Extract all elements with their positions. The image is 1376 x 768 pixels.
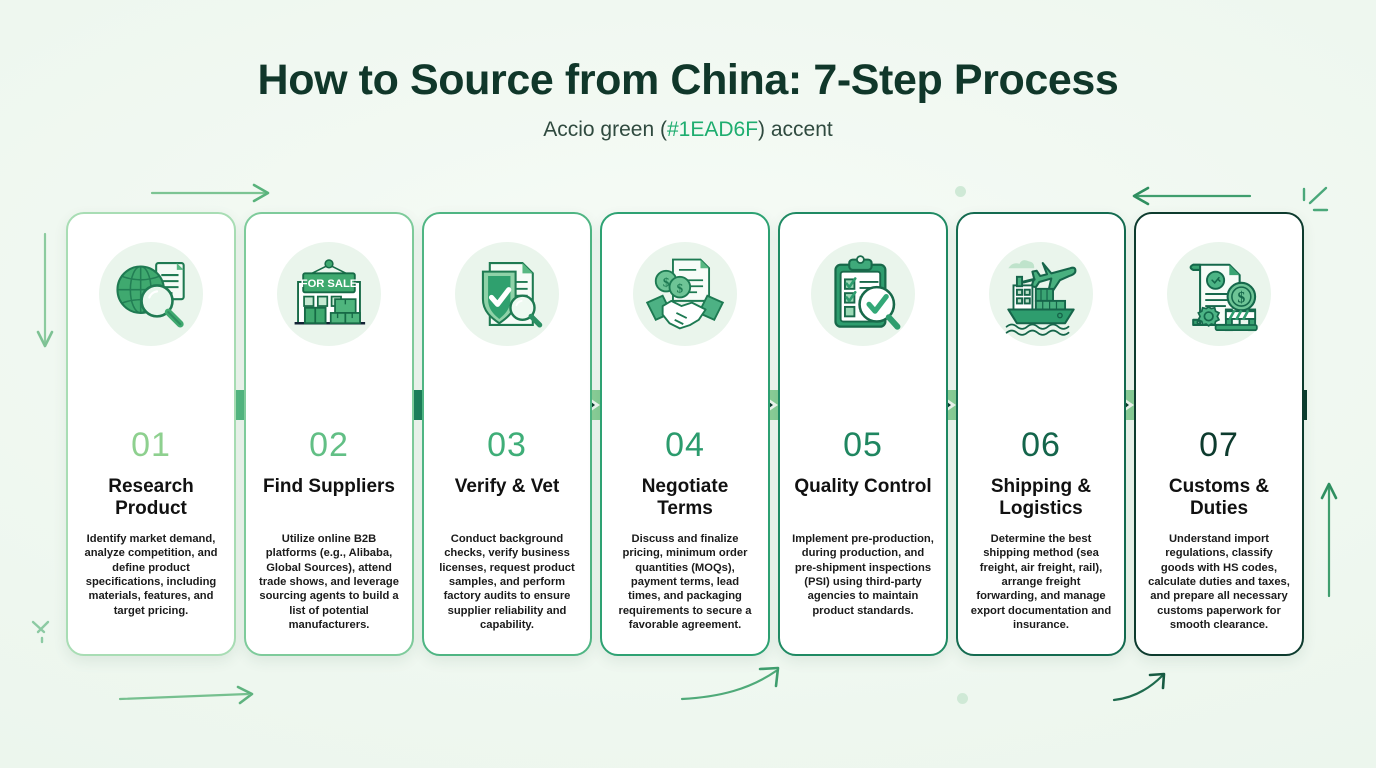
accent-hex-value: #1EAD6F [666, 117, 759, 141]
cargo-ship-airplane-icon [1005, 260, 1077, 336]
step-desc-07: Understand import regulations, classify … [1148, 533, 1290, 631]
globe-magnifier-document-icon [116, 262, 185, 328]
dot-decor-top [955, 186, 966, 197]
clipboard-checklist-magnifier-icon [834, 255, 901, 330]
arrow-right-decor-top-left [150, 183, 270, 203]
step-title-03: Verify & Vet [454, 476, 560, 497]
arrow-curve-decor-bottom-right [1112, 672, 1166, 702]
icon-circle-06 [989, 242, 1093, 346]
step-title-07: Customs & Duties [1168, 476, 1270, 520]
factory-for-sale-icon: FOR SALE [294, 259, 366, 325]
arrow-left-decor-top-right [1132, 186, 1252, 206]
arrow-right-decor-bottom-left [118, 685, 254, 705]
subtitle-prefix: Accio green ( [543, 117, 667, 141]
step-number-05: 05 [843, 426, 883, 464]
step-desc-06: Determine the best shipping method (sea … [970, 533, 1112, 631]
customs-document-barrier-icon: $ [1189, 263, 1258, 332]
shield-check-document-icon [481, 262, 543, 328]
page-title: How to Source from China: 7-Step Process [257, 56, 1119, 104]
icon-circle-01 [99, 242, 203, 346]
step-desc-01: Identify market demand, analyze competit… [84, 533, 218, 617]
step-card-02[interactable]: FOR SALE [244, 212, 414, 656]
icon-circle-03 [455, 242, 559, 346]
icon-circle-04: $ $ [633, 242, 737, 346]
step-desc-03: Conduct background checks, verify busine… [439, 533, 575, 631]
step-number-06: 06 [1021, 426, 1061, 464]
step-title-01: Research Product [108, 476, 194, 520]
step-cards-container: 01 Research Product Identify market dema… [66, 212, 1310, 664]
handshake-coins-contract-icon: $ $ [645, 258, 725, 330]
svg-text:$: $ [677, 281, 684, 295]
dot-decor-bottom [957, 693, 968, 704]
step-card-03[interactable]: 03 Verify & Vet Conduct background check… [422, 212, 592, 656]
page-header: How to Source from China: 7-Step Process… [0, 0, 1376, 142]
subtitle-suffix: ) accent [758, 117, 833, 141]
svg-text:$: $ [1237, 290, 1245, 307]
step-title-02: Find Suppliers [263, 476, 395, 497]
step-title-05: Quality Control [794, 476, 932, 497]
svg-text:FOR SALE: FOR SALE [301, 278, 358, 290]
step-card-04[interactable]: $ $ 04 Negotiate Terms Discuss and f [600, 212, 770, 656]
page-subtitle: Accio green (#1EAD6F) accent [0, 118, 1376, 142]
step-number-03: 03 [487, 426, 527, 464]
svg-text:$: $ [663, 275, 670, 289]
step-title-06: Shipping & Logistics [990, 476, 1092, 520]
step-card-06[interactable]: 06 Shipping & Logistics Determine the be… [956, 212, 1126, 656]
step-number-02: 02 [309, 426, 349, 464]
step-number-01: 01 [131, 426, 171, 464]
step-card-01[interactable]: 01 Research Product Identify market dema… [66, 212, 236, 656]
step-desc-04: Discuss and finalize pricing, minimum or… [618, 533, 752, 631]
icon-circle-02: FOR SALE [277, 242, 381, 346]
step-desc-02: Utilize online B2B platforms (e.g., Alib… [259, 533, 399, 631]
step-number-07: 07 [1199, 426, 1239, 464]
icon-circle-07: $ [1167, 242, 1271, 346]
step-number-04: 04 [665, 426, 705, 464]
step-desc-05: Implement pre-production, during product… [792, 533, 934, 617]
process-flow: 01 Research Product Identify market dema… [0, 212, 1376, 672]
step-card-07[interactable]: $ 07 Customs & Duties Understand [1134, 212, 1304, 656]
icon-circle-05 [811, 242, 915, 346]
step-title-04: Negotiate Terms [641, 476, 729, 520]
step-card-05[interactable]: 05 Quality Control Implement pre-product… [778, 212, 948, 656]
